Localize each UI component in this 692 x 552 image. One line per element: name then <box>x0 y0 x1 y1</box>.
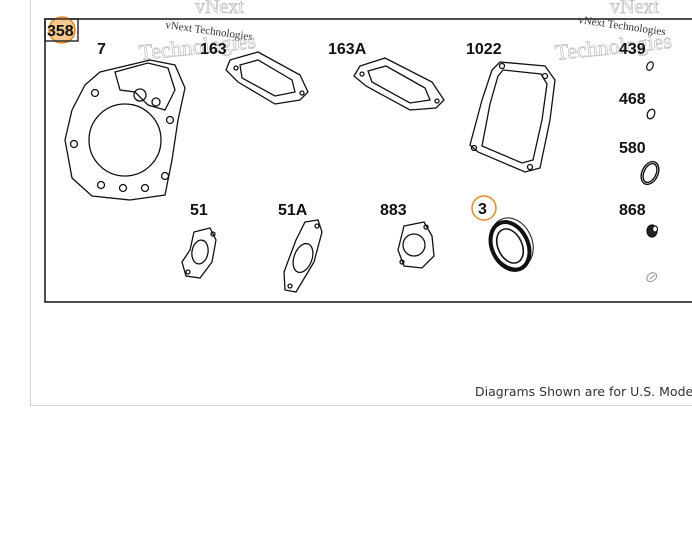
diagram-frame <box>44 18 692 303</box>
part-868-label[interactable]: 868 <box>619 202 646 219</box>
svg-text:vNext: vNext <box>610 0 659 18</box>
diagram-footer-note: Diagrams Shown are for U.S. Models <box>475 384 692 399</box>
part-439-oring[interactable] <box>645 61 654 72</box>
kit-label-358[interactable]: 358 <box>44 16 79 44</box>
part-small-clip[interactable] <box>646 272 658 282</box>
part-163-label[interactable]: 163 <box>200 41 227 58</box>
svg-text:358: 358 <box>47 23 74 40</box>
part-468-label[interactable]: 468 <box>619 91 646 108</box>
part-7-head-gasket[interactable] <box>64 59 186 201</box>
svg-text:Technologies: Technologies <box>138 28 257 65</box>
part-1022-label[interactable]: 1022 <box>466 41 502 58</box>
part-163a-gasket[interactable] <box>353 57 445 111</box>
part-3-oil-seal[interactable] <box>483 211 541 276</box>
watermark-right: vNext vNext Technologies Technologies <box>554 0 674 65</box>
part-51-label[interactable]: 51 <box>190 202 208 219</box>
watermark-left: vNext vNext Technologies Technologies <box>138 0 258 65</box>
svg-text:vNext: vNext <box>195 0 244 18</box>
diagram-panel <box>30 0 692 406</box>
part-163a-label[interactable]: 163A <box>328 41 367 58</box>
part-1022-cover-gasket[interactable] <box>469 61 556 173</box>
part-3-callout[interactable]: 3 <box>471 195 497 221</box>
part-439-label[interactable]: 439 <box>619 41 646 58</box>
part-51a-gasket[interactable] <box>283 219 323 293</box>
part-580-oring[interactable] <box>638 159 663 188</box>
part-51-gasket[interactable] <box>181 227 217 279</box>
part-868-valve-seal[interactable] <box>646 224 659 238</box>
part-883-label[interactable]: 883 <box>380 202 407 219</box>
part-163-gasket[interactable] <box>225 51 309 105</box>
part-580-label[interactable]: 580 <box>619 140 646 157</box>
svg-text:Technologies: Technologies <box>554 28 673 65</box>
part-7-label[interactable]: 7 <box>97 41 106 58</box>
part-51a-label[interactable]: 51A <box>278 202 308 219</box>
svg-text:3: 3 <box>478 201 487 218</box>
part-468-oring[interactable] <box>646 108 657 120</box>
part-883-gasket[interactable] <box>397 221 435 269</box>
